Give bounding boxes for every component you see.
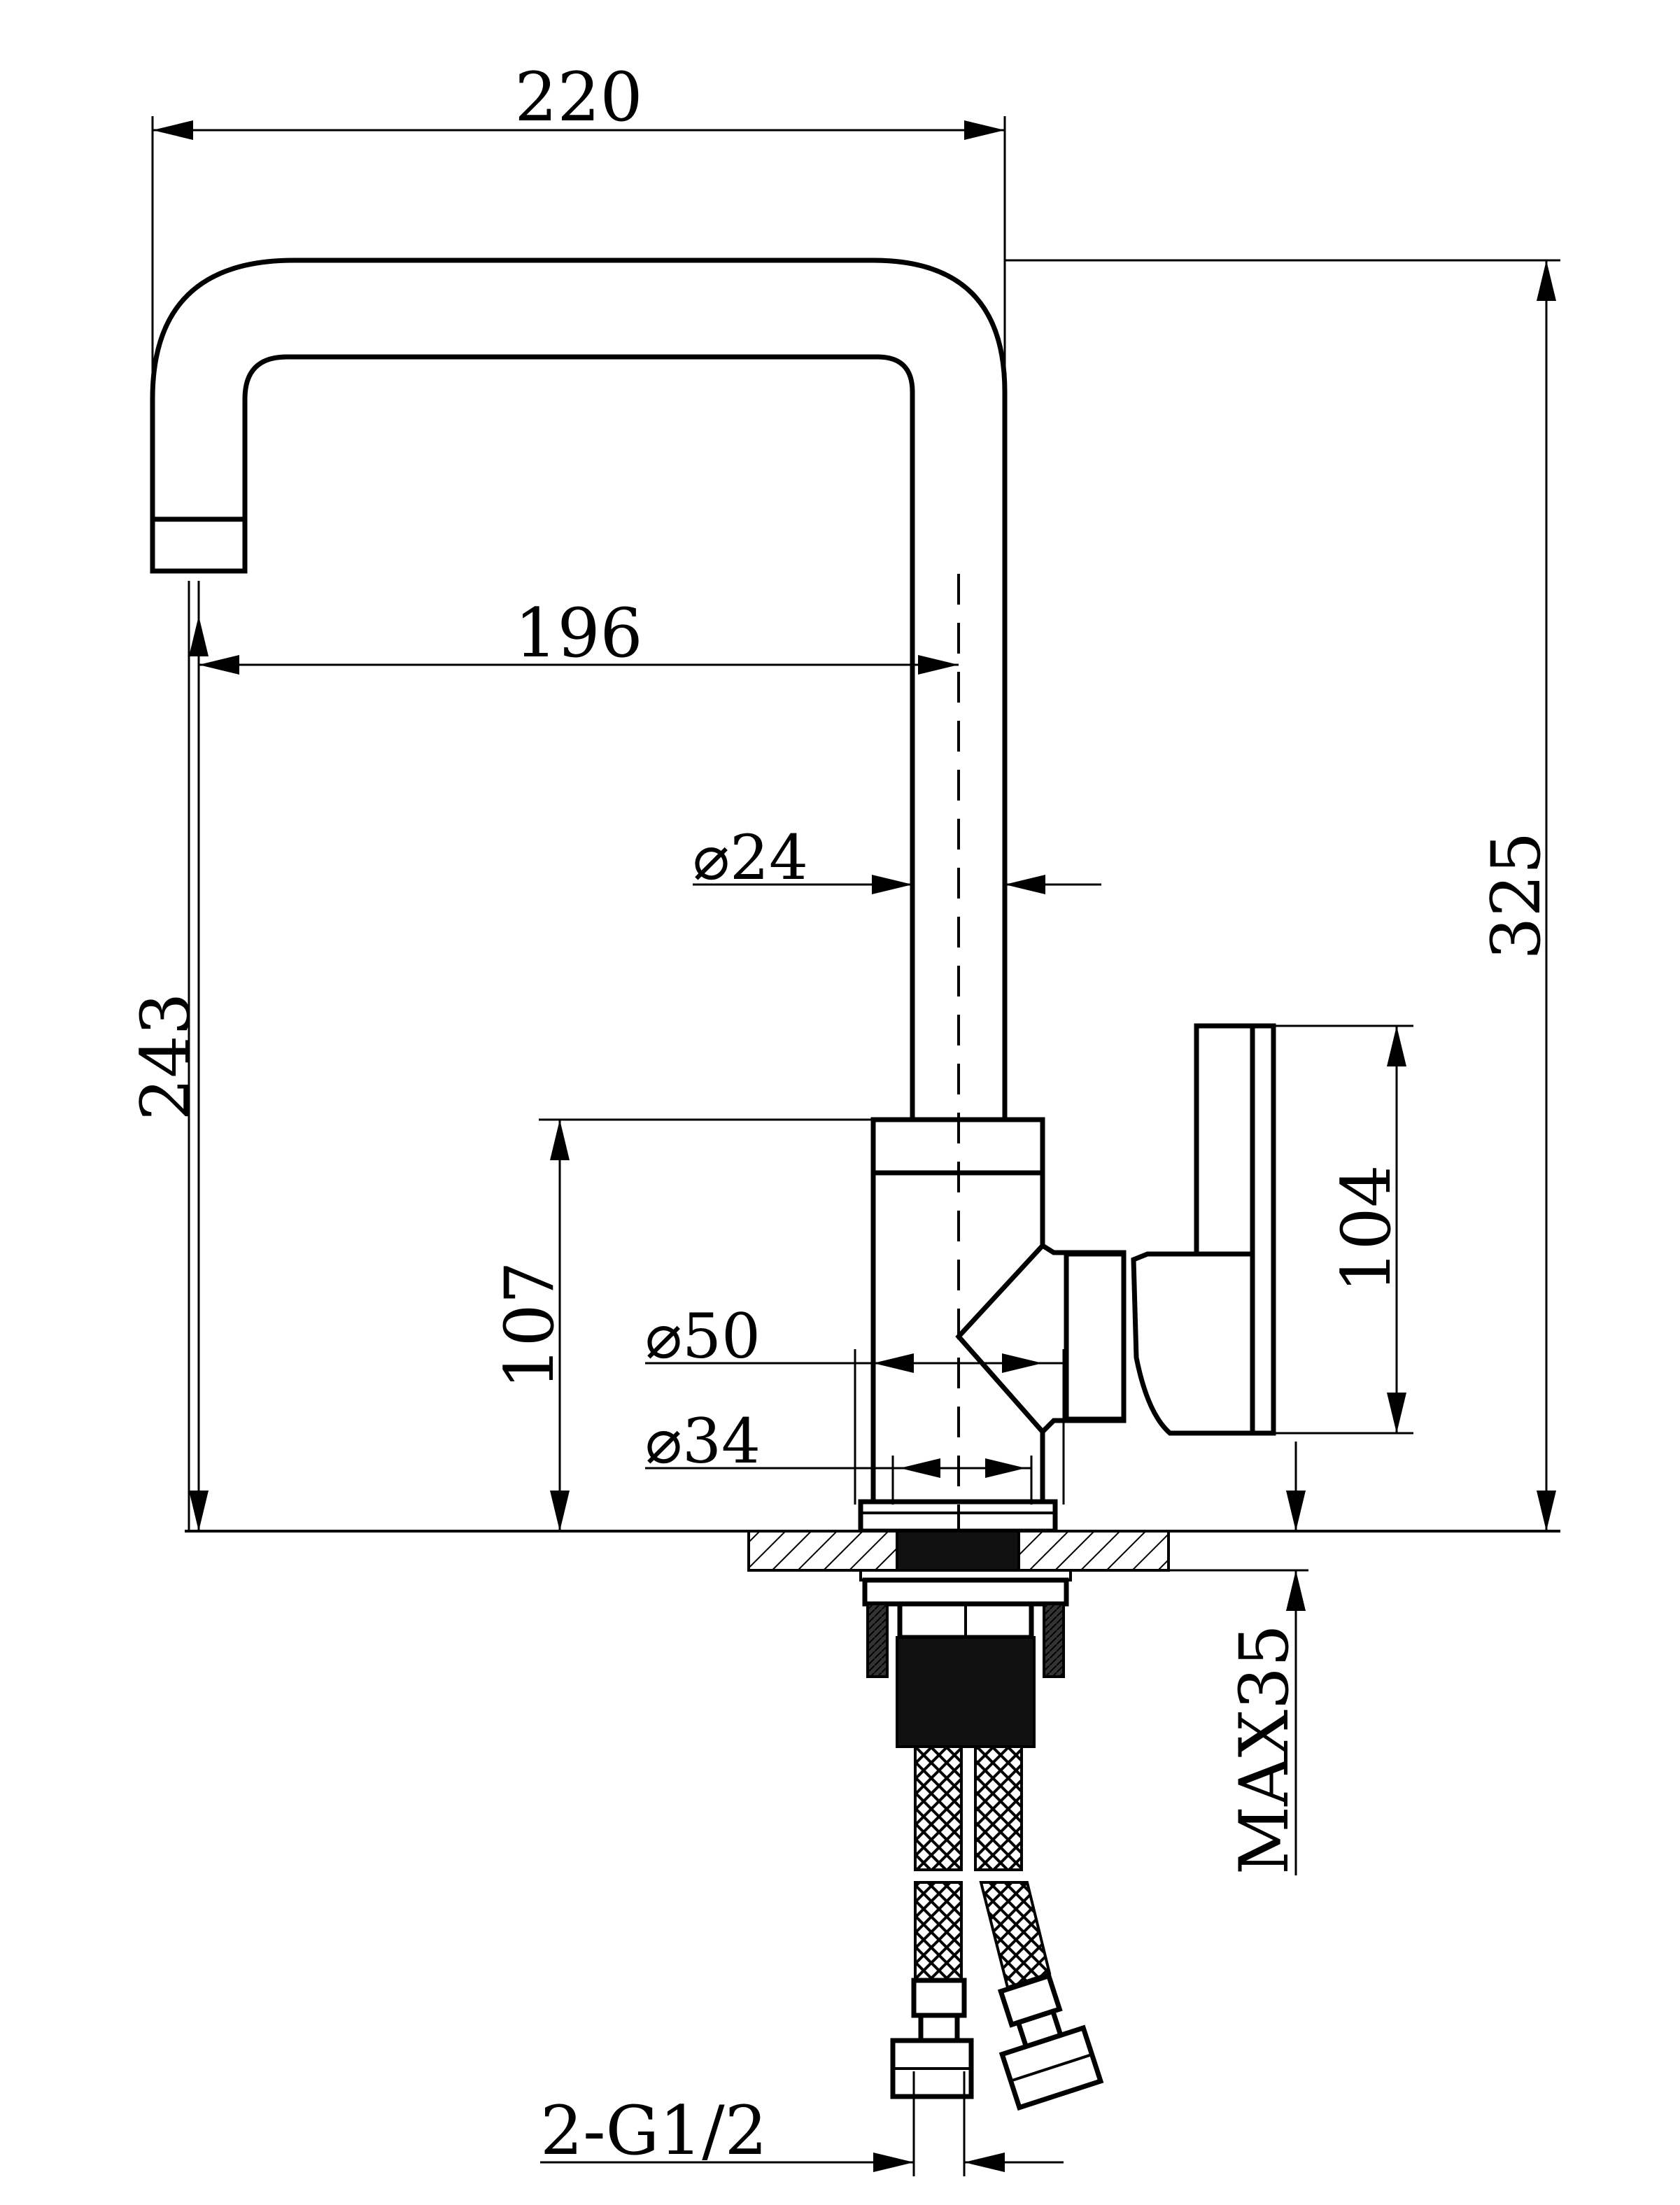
dim-104-label: 104 — [1327, 1164, 1406, 1292]
supply-hoses — [890, 1745, 1104, 2111]
dim-max35-label: MAX35 — [1225, 1624, 1304, 1875]
dim-196-label: 196 — [514, 594, 642, 672]
dim-base-outer-diameter: ⌀50 — [645, 1300, 1065, 1505]
dim-spout-height: 243 — [127, 581, 209, 1531]
dim-hose-connection: 2-G1/2 — [540, 2071, 1064, 2176]
dim-24-label: ⌀24 — [693, 822, 808, 894]
dim-g12-label: 2-G1/2 — [540, 2092, 768, 2170]
faucet-outline — [150, 258, 1276, 1534]
dim-220-label: 220 — [514, 58, 642, 136]
dim-height-total: 325 — [1005, 259, 1560, 1531]
dim-spout-reach-total: 220 — [151, 58, 1006, 392]
mounting-hardware — [859, 1569, 1072, 1748]
dim-base-inner-diameter: ⌀34 — [645, 1405, 1033, 1505]
dim-243-label: 243 — [127, 992, 205, 1120]
dim-spout-reach: 196 — [199, 594, 959, 675]
dim-handle-height: 104 — [1252, 1024, 1413, 1435]
dim-base-height: 107 — [490, 1118, 873, 1531]
dim-body-diameter: ⌀24 — [693, 822, 1101, 894]
dim-325-label: 325 — [1477, 831, 1555, 959]
dim-50-label: ⌀50 — [645, 1300, 761, 1372]
dim-max-counter-thickness: MAX35 — [1169, 1442, 1308, 1875]
dim-107-label: 107 — [490, 1261, 569, 1389]
dim-34-label: ⌀34 — [645, 1405, 761, 1477]
countertop-section — [185, 1530, 1560, 1572]
